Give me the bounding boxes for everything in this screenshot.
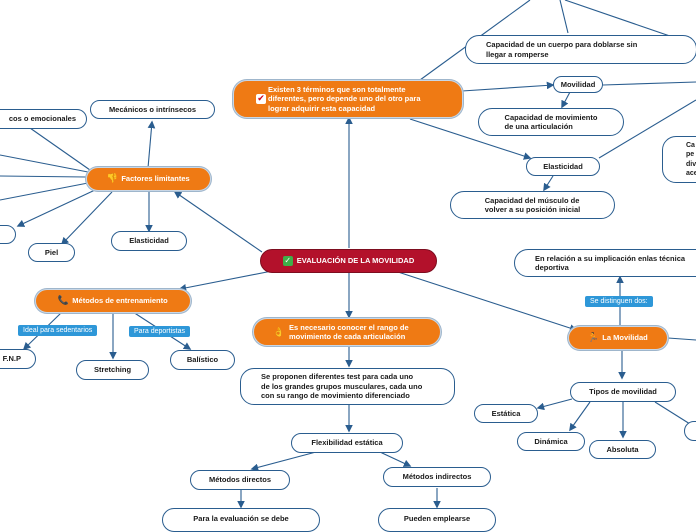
elasticidad-definition-text: Capacidad del músculo de volver a su pos… — [485, 196, 580, 215]
three-terms-line: diferentes, pero depende uno del otro pa… — [268, 94, 421, 104]
stretching-node[interactable]: Stretching — [76, 360, 149, 380]
metodos-indirectos-node[interactable]: Métodos indirectos — [383, 467, 491, 487]
metodos-label: Métodos de entrenamiento — [72, 296, 168, 306]
three-terms-line: Existen 3 términos que son totalmente — [268, 84, 406, 94]
la-movilidad-label: La Movilidad — [602, 333, 648, 343]
left-partial-node[interactable] — [0, 225, 16, 244]
relacion-tecnica-node[interactable]: En relación a su implicación enlas técni… — [514, 249, 696, 277]
dinamica-label: Dinámica — [534, 436, 568, 446]
red-check-icon: ✔ — [256, 93, 266, 104]
elasticidad-definition-node[interactable]: Capacidad del músculo de volver a su pos… — [450, 191, 615, 219]
metodos-directos-node[interactable]: Métodos directos — [190, 470, 290, 490]
elasticidad-factor-label: Elasticidad — [129, 236, 169, 246]
emocionales-label: cos o emocionales — [8, 114, 76, 124]
movilidad-node[interactable]: Movilidad — [553, 76, 603, 93]
right-partial-text: Ca pe div ace — [686, 141, 696, 177]
balistico-node[interactable]: Balístico — [170, 350, 235, 370]
metodos-directos-label: Métodos directos — [208, 475, 272, 485]
ok-hand-icon: 👌 — [273, 327, 285, 338]
tag-ideal-sedentarios: Ideal para sedentarios — [18, 325, 98, 336]
absoluta-node[interactable]: Absoluta — [589, 440, 656, 459]
indirectos-child-label: Pueden emplearse — [403, 514, 471, 523]
metodos-entrenamiento-node[interactable]: 📞 Métodos de entrenamiento — [35, 289, 191, 313]
right-partial-tipo-node[interactable] — [684, 421, 696, 441]
tipos-movilidad-node[interactable]: Tipos de movilidad — [570, 382, 676, 402]
absoluta-label: Absoluta — [606, 444, 639, 454]
elasticidad-label: Elasticidad — [543, 161, 583, 171]
rango-movimiento-node[interactable]: 👌 Es necesario conocer el rango de movim… — [253, 318, 441, 346]
factores-limitantes-node[interactable]: 👎 Factores limitantes — [86, 167, 211, 191]
tipos-label: Tipos de movilidad — [589, 387, 657, 397]
phone-icon: 📞 — [57, 295, 69, 306]
definition-line: Capacidad de un cuerpo para doblarse sin — [486, 40, 638, 50]
movilidad-label: Movilidad — [560, 79, 596, 89]
relacion-text: En relación a su implicación enlas técni… — [535, 254, 685, 273]
estatica-label: Estática — [491, 408, 521, 418]
piel-label: Piel — [44, 247, 59, 257]
definition-line: Capacidad del músculo de — [484, 195, 580, 205]
la-movilidad-node[interactable]: 🏃 La Movilidad — [568, 326, 668, 350]
balistico-label: Balístico — [186, 355, 219, 365]
flexibilidad-estatica-node[interactable]: Flexibilidad estática — [291, 433, 403, 453]
rango-line: Es necesario conocer el rango de — [289, 322, 409, 332]
flexibilidad-definition-node[interactable]: Capacidad de un cuerpo para doblarse sin… — [465, 35, 696, 64]
thumbs-down-icon: 👎 — [106, 173, 118, 184]
definition-line: llegar a romperse — [486, 49, 549, 59]
elasticidad-factor-node[interactable]: Elasticidad — [111, 231, 187, 251]
rango-text: Es necesario conocer el rango de movimie… — [276, 323, 409, 342]
partial-line: div — [686, 160, 696, 168]
piel-node[interactable]: Piel — [28, 243, 75, 262]
test-text: Se proponen diferentes test para cada un… — [261, 372, 422, 400]
directos-child-label: Para la evaluación se debe — [193, 514, 289, 523]
central-node[interactable]: ✓ EVALUACIÓN DE LA MOVILIDAD — [260, 249, 437, 273]
estatica-node[interactable]: Estática — [474, 404, 538, 423]
metodos-indirectos-label: Métodos indirectos — [402, 472, 472, 482]
relacion-line: En relación a su implicación enlas técni… — [535, 253, 686, 263]
flexibilidad-estatica-label: Flexibilidad estática — [311, 438, 383, 448]
dinamica-node[interactable]: Dinámica — [517, 432, 585, 451]
elasticidad-top-node[interactable]: Elasticidad — [526, 157, 600, 176]
test-node[interactable]: Se proponen diferentes test para cada un… — [240, 368, 455, 405]
fnp-node[interactable]: F.N.P — [0, 349, 36, 369]
tag-para-deportistas: Para deportistas — [129, 326, 190, 337]
flexibilidad-definition-text: Capacidad de un cuerpo para doblarse sin… — [486, 40, 637, 59]
directos-child-node[interactable]: Para la evaluación se debe — [162, 508, 320, 532]
movilidad-definition-node[interactable]: Capacidad de movimiento de una articulac… — [478, 108, 624, 136]
emocionales-node[interactable]: cos o emocionales — [0, 109, 87, 129]
definition-line: de una articulación — [504, 122, 573, 131]
three-terms-node[interactable]: ✔ Existen 3 términos que son totalmente … — [233, 80, 463, 118]
mecanicos-node[interactable]: Mecánicos o intrínsecos — [90, 100, 215, 119]
rango-line: movimiento de cada articulación — [289, 332, 406, 341]
fnp-label: F.N.P — [2, 354, 21, 364]
indirectos-child-node[interactable]: Pueden emplearse — [378, 508, 496, 532]
definition-line: Capacidad de movimiento — [504, 112, 598, 122]
tag-se-distinguen: Se distinguen dos: — [585, 296, 653, 307]
unicycle-icon: 🏃 — [587, 332, 599, 343]
movilidad-definition-text: Capacidad de movimiento de una articulac… — [505, 113, 598, 132]
right-partial-node[interactable]: Ca pe div ace — [662, 136, 696, 183]
partial-line: Ca — [686, 142, 695, 150]
three-terms-text: Existen 3 términos que son totalmente di… — [256, 85, 421, 113]
partial-line: ace — [686, 169, 696, 177]
stretching-label: Stretching — [93, 365, 132, 375]
test-line: de los grandes grupos musculares, cada u… — [261, 381, 423, 391]
test-line: con su rango de movimiento diferenciado — [261, 391, 410, 401]
three-terms-line: lograr adquirir esta capacidad — [268, 103, 376, 113]
factores-label: Factores limitantes — [121, 174, 190, 184]
definition-line: volver a su posición inicial — [484, 205, 581, 214]
check-icon: ✓ — [282, 256, 293, 266]
central-label: EVALUACIÓN DE LA MOVILIDAD — [296, 256, 415, 266]
test-line: Se proponen diferentes test para cada un… — [261, 372, 414, 382]
partial-line: pe — [686, 151, 695, 159]
mecanicos-label: Mecánicos o intrínsecos — [108, 104, 197, 114]
relacion-line: deportiva — [535, 263, 569, 272]
